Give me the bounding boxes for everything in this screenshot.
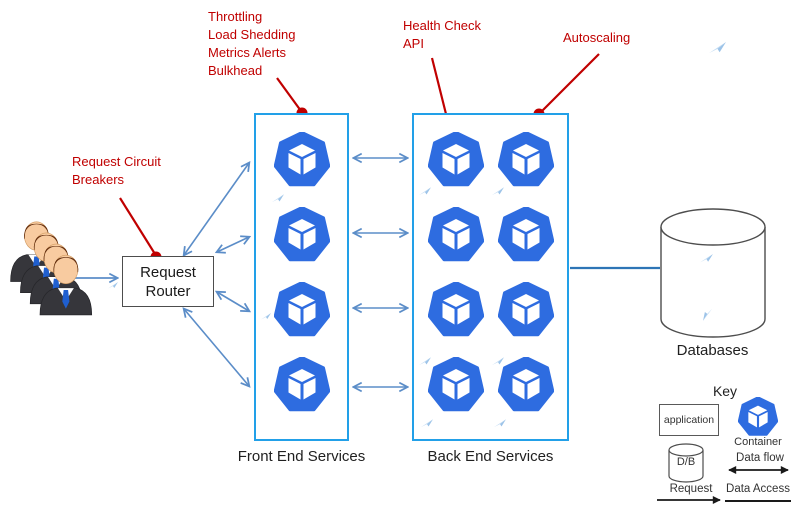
container-icon <box>428 207 484 263</box>
annotation-autoscaling: Autoscaling <box>563 30 631 45</box>
data-flow-arrows-router-frontend <box>184 163 249 386</box>
front-end-services-box <box>254 113 349 441</box>
front-end-services-label: Front End Services <box>237 448 366 465</box>
users-icon <box>5 212 100 318</box>
key-container-icon <box>738 397 778 437</box>
paper-plane-icon <box>108 282 118 289</box>
data-flow-arrows-frontend-backend <box>354 158 407 387</box>
back-end-services-label: Back End Services <box>427 448 554 465</box>
annotation-health-check: Health Check API <box>403 18 482 51</box>
container-icon <box>274 282 330 338</box>
container-icon <box>498 207 554 263</box>
back-end-services-box <box>412 113 569 441</box>
key-application-label: application <box>663 414 715 426</box>
paper-plane-icon <box>492 187 504 196</box>
paper-plane-icon <box>272 194 284 203</box>
annotation-line-throttling <box>276 77 302 112</box>
container-icon <box>274 207 330 263</box>
request-router-node: Request Router <box>122 256 214 307</box>
container-icon <box>428 132 484 188</box>
key-data-flow-label: Data flow <box>736 452 784 464</box>
annotation-line-autoscale <box>540 53 600 113</box>
container-icon <box>274 132 330 188</box>
container-icon <box>498 357 554 413</box>
annotation-circuit-breakers: Request Circuit Breakers <box>72 154 161 187</box>
key-container-label: Container <box>734 436 782 448</box>
container-icon <box>274 357 330 413</box>
databases-label: Databases <box>676 342 749 359</box>
container-icon <box>498 132 554 188</box>
paper-plane-icon <box>494 419 506 428</box>
annotation-line-circuit <box>119 197 156 255</box>
paper-plane-icon <box>709 42 726 54</box>
container-icon <box>428 357 484 413</box>
paper-plane-icon <box>261 313 271 320</box>
paper-plane-icon <box>419 357 431 366</box>
container-icon <box>498 282 554 338</box>
key-application-box: application <box>659 404 719 436</box>
key-request-label: Request <box>669 483 713 495</box>
key-data-access-label: Data Access <box>726 483 790 495</box>
database-icon <box>659 207 767 339</box>
annotation-throttling: Throttling Load Shedding Metrics Alerts … <box>208 9 296 78</box>
paper-plane-icon <box>700 254 713 263</box>
key-db-label: D/B <box>676 456 696 468</box>
paper-plane-icon <box>421 419 433 428</box>
paper-plane-icon <box>419 187 431 196</box>
container-icon <box>428 282 484 338</box>
key-db-icon <box>668 442 704 484</box>
paper-plane-icon <box>492 357 504 366</box>
key-title: Key <box>712 383 738 399</box>
